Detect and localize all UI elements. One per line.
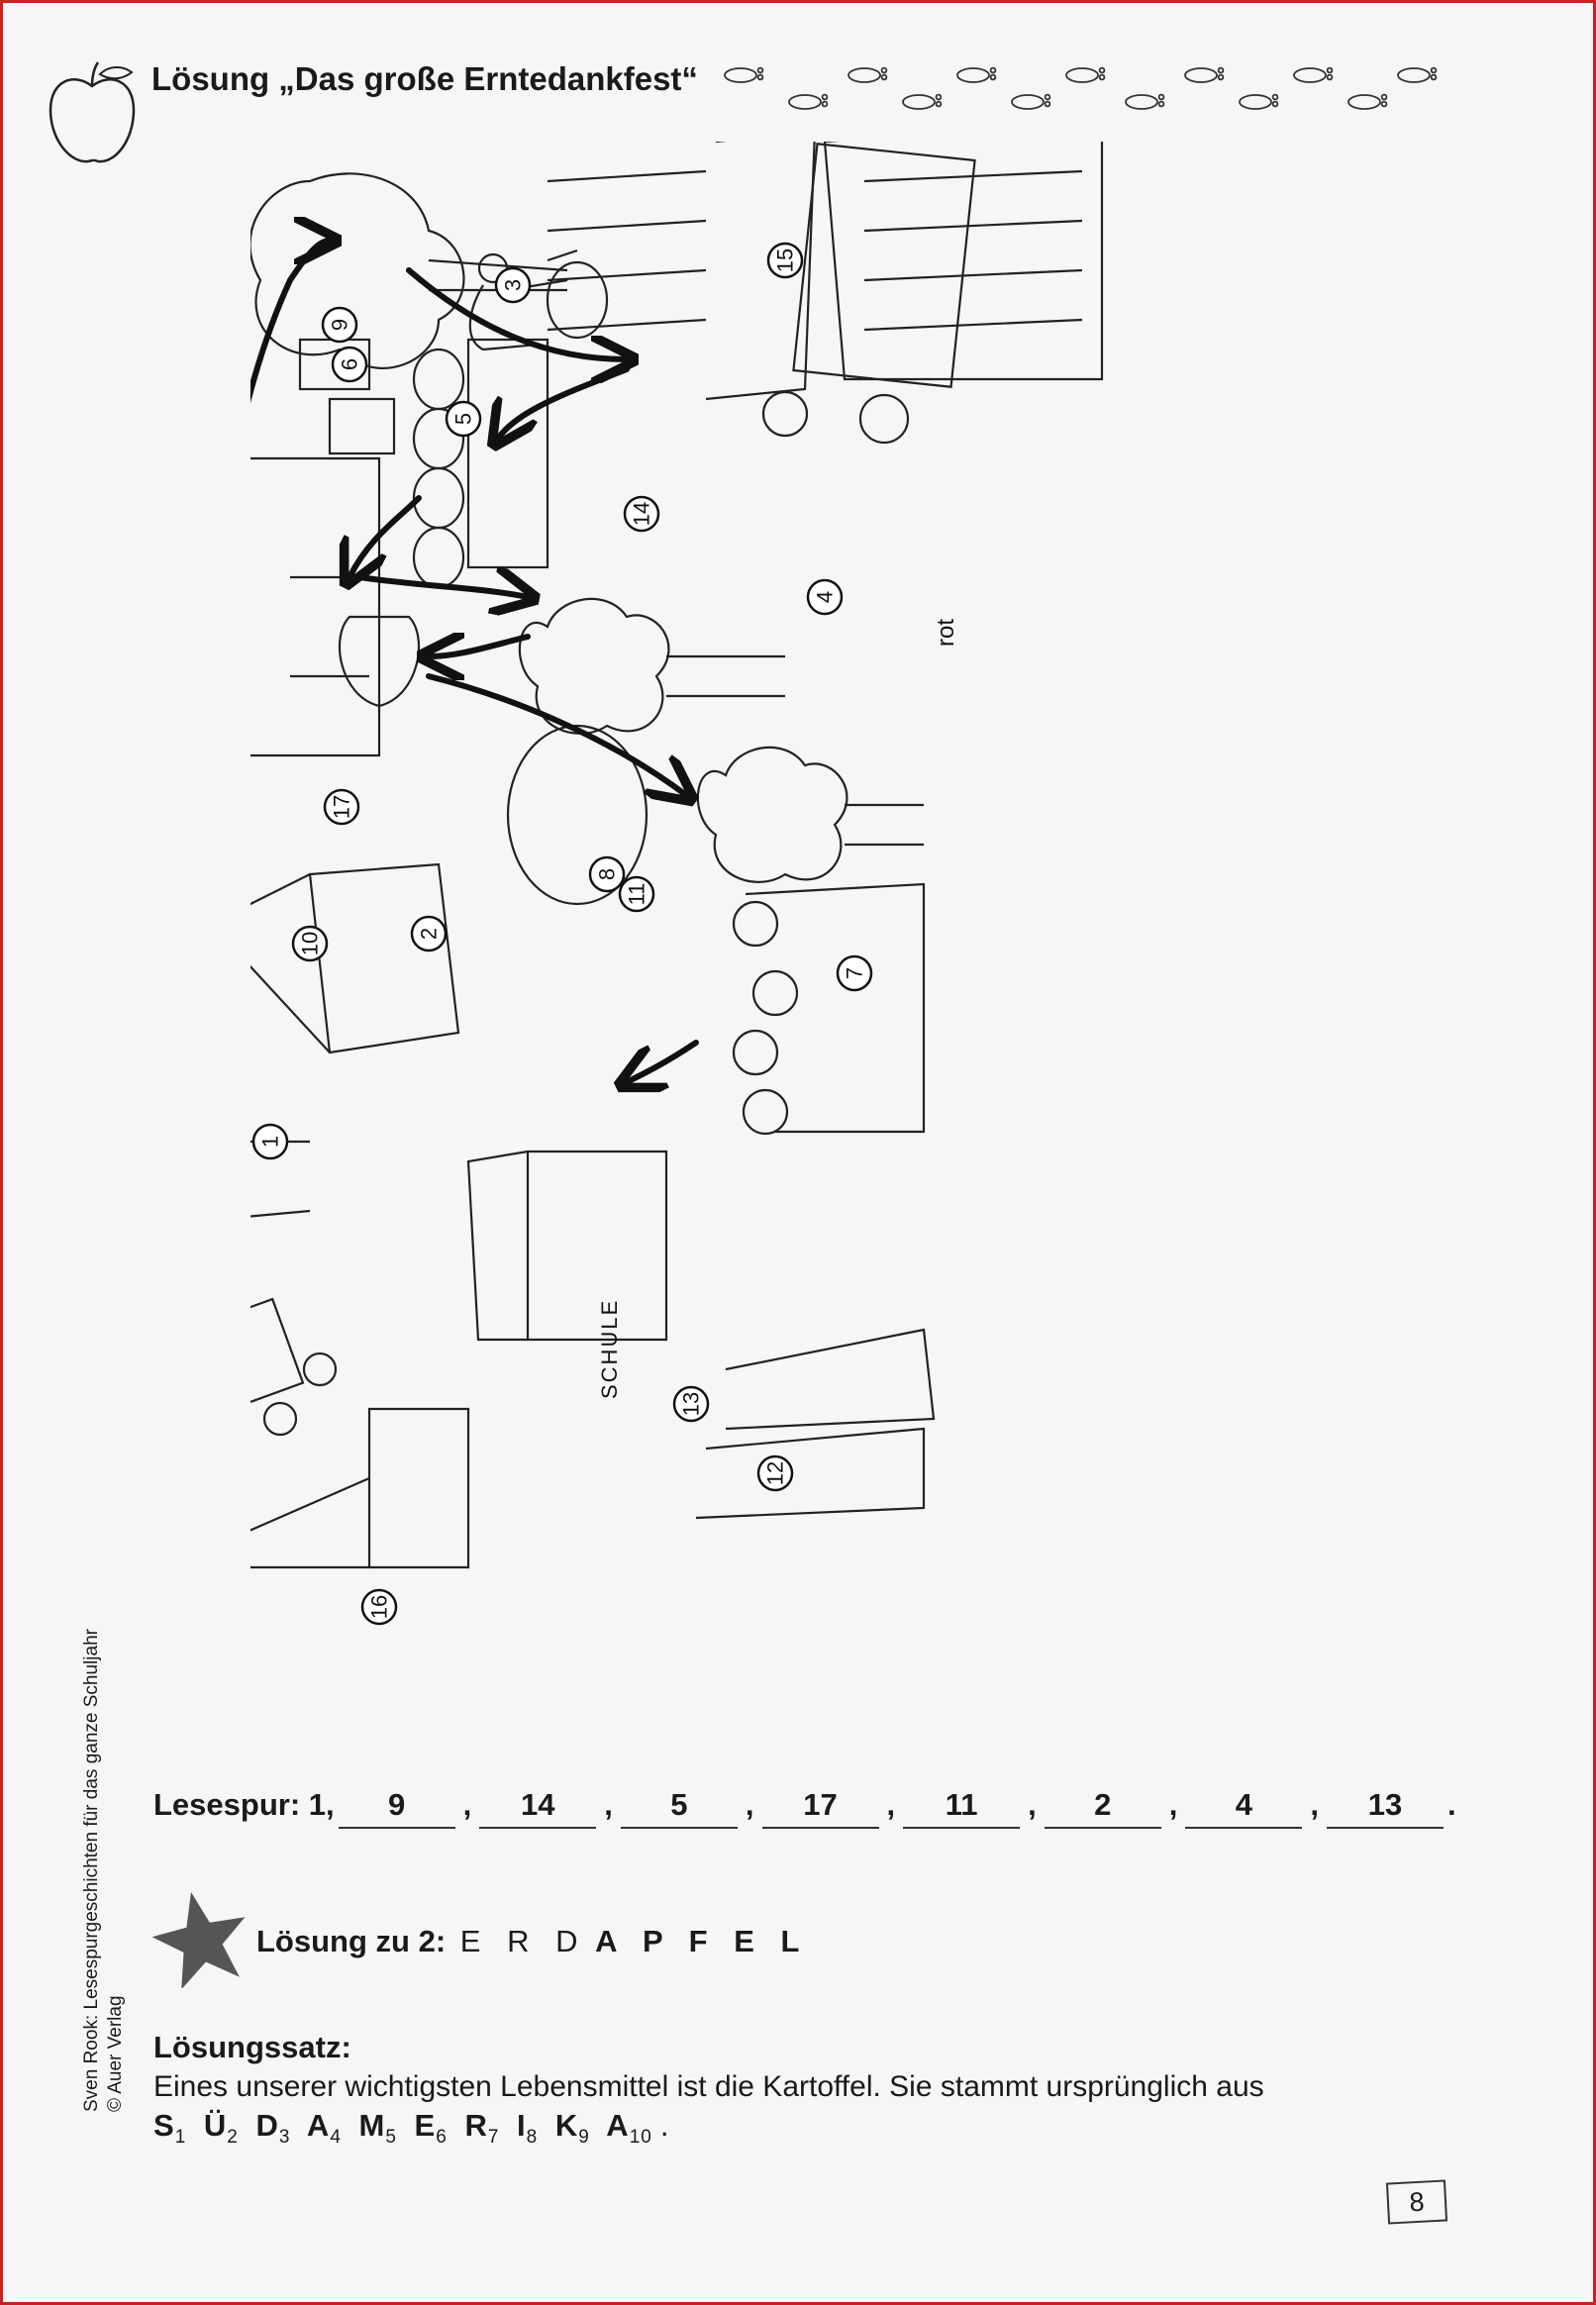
trail-answer: 11: [903, 1787, 1021, 1829]
station-badge: 1: [251, 1123, 289, 1160]
station-badge: 17: [323, 788, 360, 826]
station-badge: 15: [766, 242, 804, 279]
svg-text:14: 14: [630, 502, 654, 526]
house-drawing: [250, 862, 460, 1054]
trailer-drawing: [761, 143, 976, 445]
svg-text:12: 12: [763, 1461, 788, 1485]
footprint-icon: [1397, 66, 1438, 83]
solution-2-letters-bold: A P F E L: [595, 1924, 809, 1958]
svg-text:16: 16: [367, 1595, 392, 1619]
village-map-illustration: 9 1 2 3 4 5 6 7 8 10 11 12 13 14 15 16 1…: [250, 142, 1104, 1626]
station-badge: 9: [321, 306, 358, 344]
red-label: rot: [933, 619, 959, 647]
station-badge: 2: [410, 915, 448, 952]
station-number-badges: 9 1 2 3 4 5 6 7 8 10 11 12 13 14 15 16 1…: [251, 242, 873, 1626]
school-drawing: [466, 1150, 668, 1342]
station-badge: 13: [672, 1385, 710, 1423]
pumpkin-stand-drawing: [412, 338, 549, 589]
station-badge: 11: [618, 875, 655, 913]
station-badge: 16: [360, 1588, 398, 1626]
church-drawing: [250, 1407, 470, 1569]
trail-answer: 4: [1185, 1787, 1303, 1829]
trail-answer: 2: [1044, 1787, 1161, 1829]
footprint-icon: [724, 66, 764, 83]
svg-text:11: 11: [625, 883, 649, 906]
rose-garden-drawing: [506, 724, 648, 906]
svg-text:13: 13: [679, 1392, 704, 1416]
svg-text:8: 8: [595, 868, 620, 880]
trail-answer: 13: [1327, 1787, 1444, 1829]
station-badge: 5: [445, 400, 482, 438]
trail-answer: 14: [479, 1787, 597, 1829]
footprints-decoration: [724, 66, 1438, 110]
page-title: Lösung „Das große Erntedankfest“: [151, 60, 698, 97]
pear-trees-drawing: [696, 746, 924, 883]
svg-text:5: 5: [451, 413, 476, 425]
footprint-icon: [1065, 66, 1106, 83]
footprint-icon: [788, 93, 829, 110]
trail-answer: 5: [620, 1787, 738, 1829]
station-badge: 7: [836, 954, 873, 992]
footprint-icon: [956, 66, 997, 83]
station-badge: 8: [588, 855, 626, 893]
svg-text:6: 6: [338, 358, 362, 370]
svg-text:3: 3: [501, 279, 526, 291]
reading-trail: Lesespur: 1, 9, 14, 5, 17, 11, 2, 4, 13 …: [153, 1787, 1456, 1829]
station-badge: 6: [331, 346, 368, 383]
apple-trees-drawing: [518, 597, 785, 735]
station-badge: 3: [494, 266, 532, 304]
svg-text:4: 4: [813, 591, 838, 603]
footprint-icon: [902, 93, 943, 110]
sunflower-field-drawing: [732, 882, 926, 1136]
page-number: 8: [1385, 2179, 1448, 2225]
station-badge: 10: [291, 925, 329, 962]
children-drawing: [250, 1140, 338, 1437]
svg-text:15: 15: [773, 249, 798, 272]
svg-text:17: 17: [330, 795, 354, 819]
footprint-icon: [1347, 93, 1388, 110]
solution-2: Lösung zu 2: E R D A P F E L: [256, 1924, 808, 1959]
footprint-icon: [848, 66, 888, 83]
solution-2-label: Lösung zu 2:: [256, 1924, 447, 1958]
copyright-credit: Sven Rook: Lesespurgeschichten für das g…: [81, 1629, 126, 2112]
solution-2-letters-plain: E R D: [459, 1924, 587, 1958]
footprint-icon: [1184, 66, 1225, 83]
barn-drawing: [250, 456, 381, 757]
trail-end: .: [1447, 1787, 1456, 1822]
reading-trail-label: Lesespur: 1,: [153, 1787, 335, 1822]
svg-text:9: 9: [328, 319, 352, 331]
station-badge: 12: [756, 1454, 794, 1492]
footprint-icon: [1293, 66, 1334, 83]
svg-text:10: 10: [298, 932, 323, 955]
solution-sentence-heading: Lösungssatz:: [153, 2030, 351, 2064]
school-sign: SCHULE: [597, 1299, 622, 1399]
solution-sentence-text: Eines unserer wichtigsten Lebensmittel i…: [153, 2070, 1264, 2103]
station-badge: 4: [806, 578, 844, 616]
svg-text:2: 2: [417, 928, 442, 940]
svg-text:7: 7: [843, 967, 867, 979]
footprint-icon: [1011, 93, 1051, 110]
station-badge: 14: [623, 495, 660, 533]
trail-answer: 9: [338, 1787, 455, 1829]
apple-icon: [49, 61, 136, 163]
field-drawing: [547, 142, 816, 401]
trail-answer: 17: [761, 1787, 879, 1829]
footprint-icon: [1125, 93, 1165, 110]
star-icon: [151, 1892, 246, 1988]
solution-code: S1 Ü2 D3 A4 M5 E6 R7 I8 K9 A10.: [153, 2108, 670, 2149]
forest-drawing: [695, 1328, 936, 1520]
svg-text:1: 1: [258, 1136, 283, 1148]
footprint-icon: [1239, 93, 1279, 110]
